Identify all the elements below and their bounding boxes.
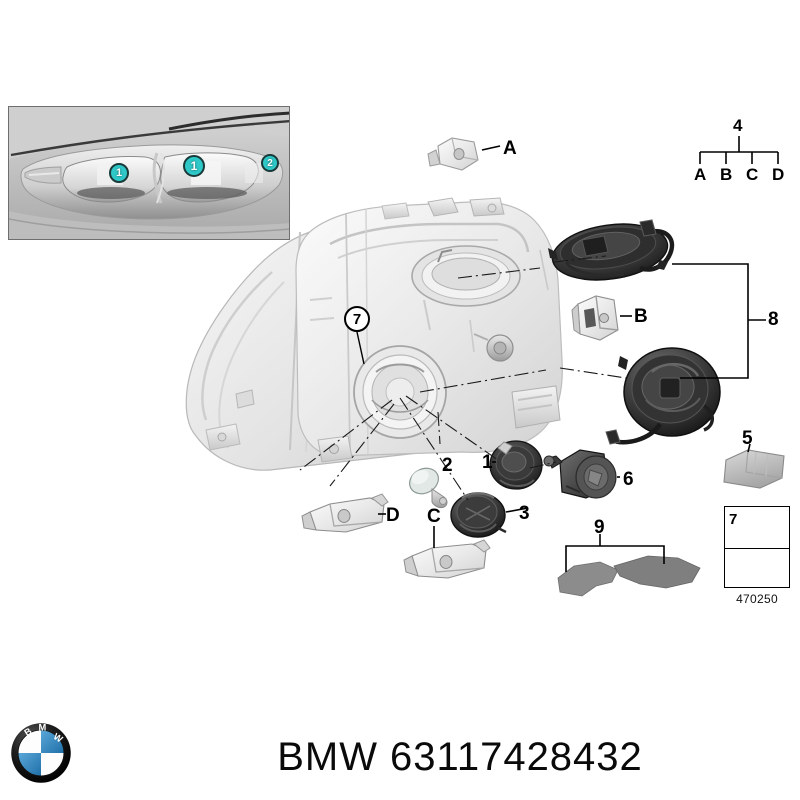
box-divider (725, 548, 789, 549)
part-bulb (409, 467, 448, 509)
callout-label-b: B (634, 306, 648, 327)
headlight-vehicle-photo: 1 1 2 (8, 106, 290, 240)
callout-circle-label: 7 (352, 310, 362, 328)
part-bracket-c (403, 526, 491, 579)
box-part-label: 7 (729, 511, 738, 528)
part-sealing-cap (450, 492, 529, 538)
bracket-part-8 (672, 263, 766, 379)
photo-marker-label: 1 (115, 167, 123, 179)
photo-marker-2: 2 (261, 154, 279, 172)
callout-circle-7: 7 (344, 306, 370, 332)
drawing-number: 470250 (736, 592, 778, 606)
svg-text:M: M (39, 723, 47, 733)
callout-label-3: 3 (519, 503, 530, 524)
legend-item-a: A (694, 165, 707, 184)
svg-text:B: B (23, 726, 34, 738)
callout-label-8: 8 (768, 309, 779, 330)
part-bracket-d (301, 493, 389, 533)
part-bracket-a (427, 137, 501, 171)
callout-label-c: C (427, 506, 441, 527)
part-adjustment-motor (543, 449, 620, 499)
inset-photo-graphic (9, 107, 289, 239)
footer-part-number: BMW 63117428432 (277, 735, 643, 779)
callout-label-d: D (386, 505, 400, 526)
photo-marker-1a: 1 (109, 163, 129, 183)
part-bulb-socket (489, 440, 543, 490)
part-bracket-b (571, 295, 632, 341)
part-dust-cover-lower (605, 347, 721, 445)
photo-marker-1b: 1 (183, 155, 205, 177)
callout-label-5: 5 (742, 428, 753, 449)
legend-item-c: C (746, 165, 759, 184)
part-gasket-set (557, 555, 701, 597)
callout-label-6: 6 (623, 469, 634, 490)
legend-bracket (699, 136, 779, 164)
callout-label-1: 1 (482, 452, 493, 473)
photo-marker-label: 2 (267, 157, 273, 169)
bmw-logo: B M W (11, 723, 71, 783)
detail-box-part-7: 7 (724, 506, 790, 588)
part-dust-cover-upper (548, 219, 675, 281)
assembly-guide-lines (299, 255, 627, 501)
legend-item-b: B (720, 165, 733, 184)
bracket-part-9 (565, 534, 665, 572)
legend-group-label: 4 (733, 116, 743, 135)
legend-item-d: D (772, 165, 785, 184)
callout-label-a: A (503, 138, 517, 159)
callout-7-leader (356, 331, 365, 365)
callout-label-9: 9 (594, 517, 605, 538)
photo-marker-label: 1 (190, 159, 198, 173)
part-repair-block (723, 443, 785, 489)
callout-label-2: 2 (442, 455, 453, 476)
